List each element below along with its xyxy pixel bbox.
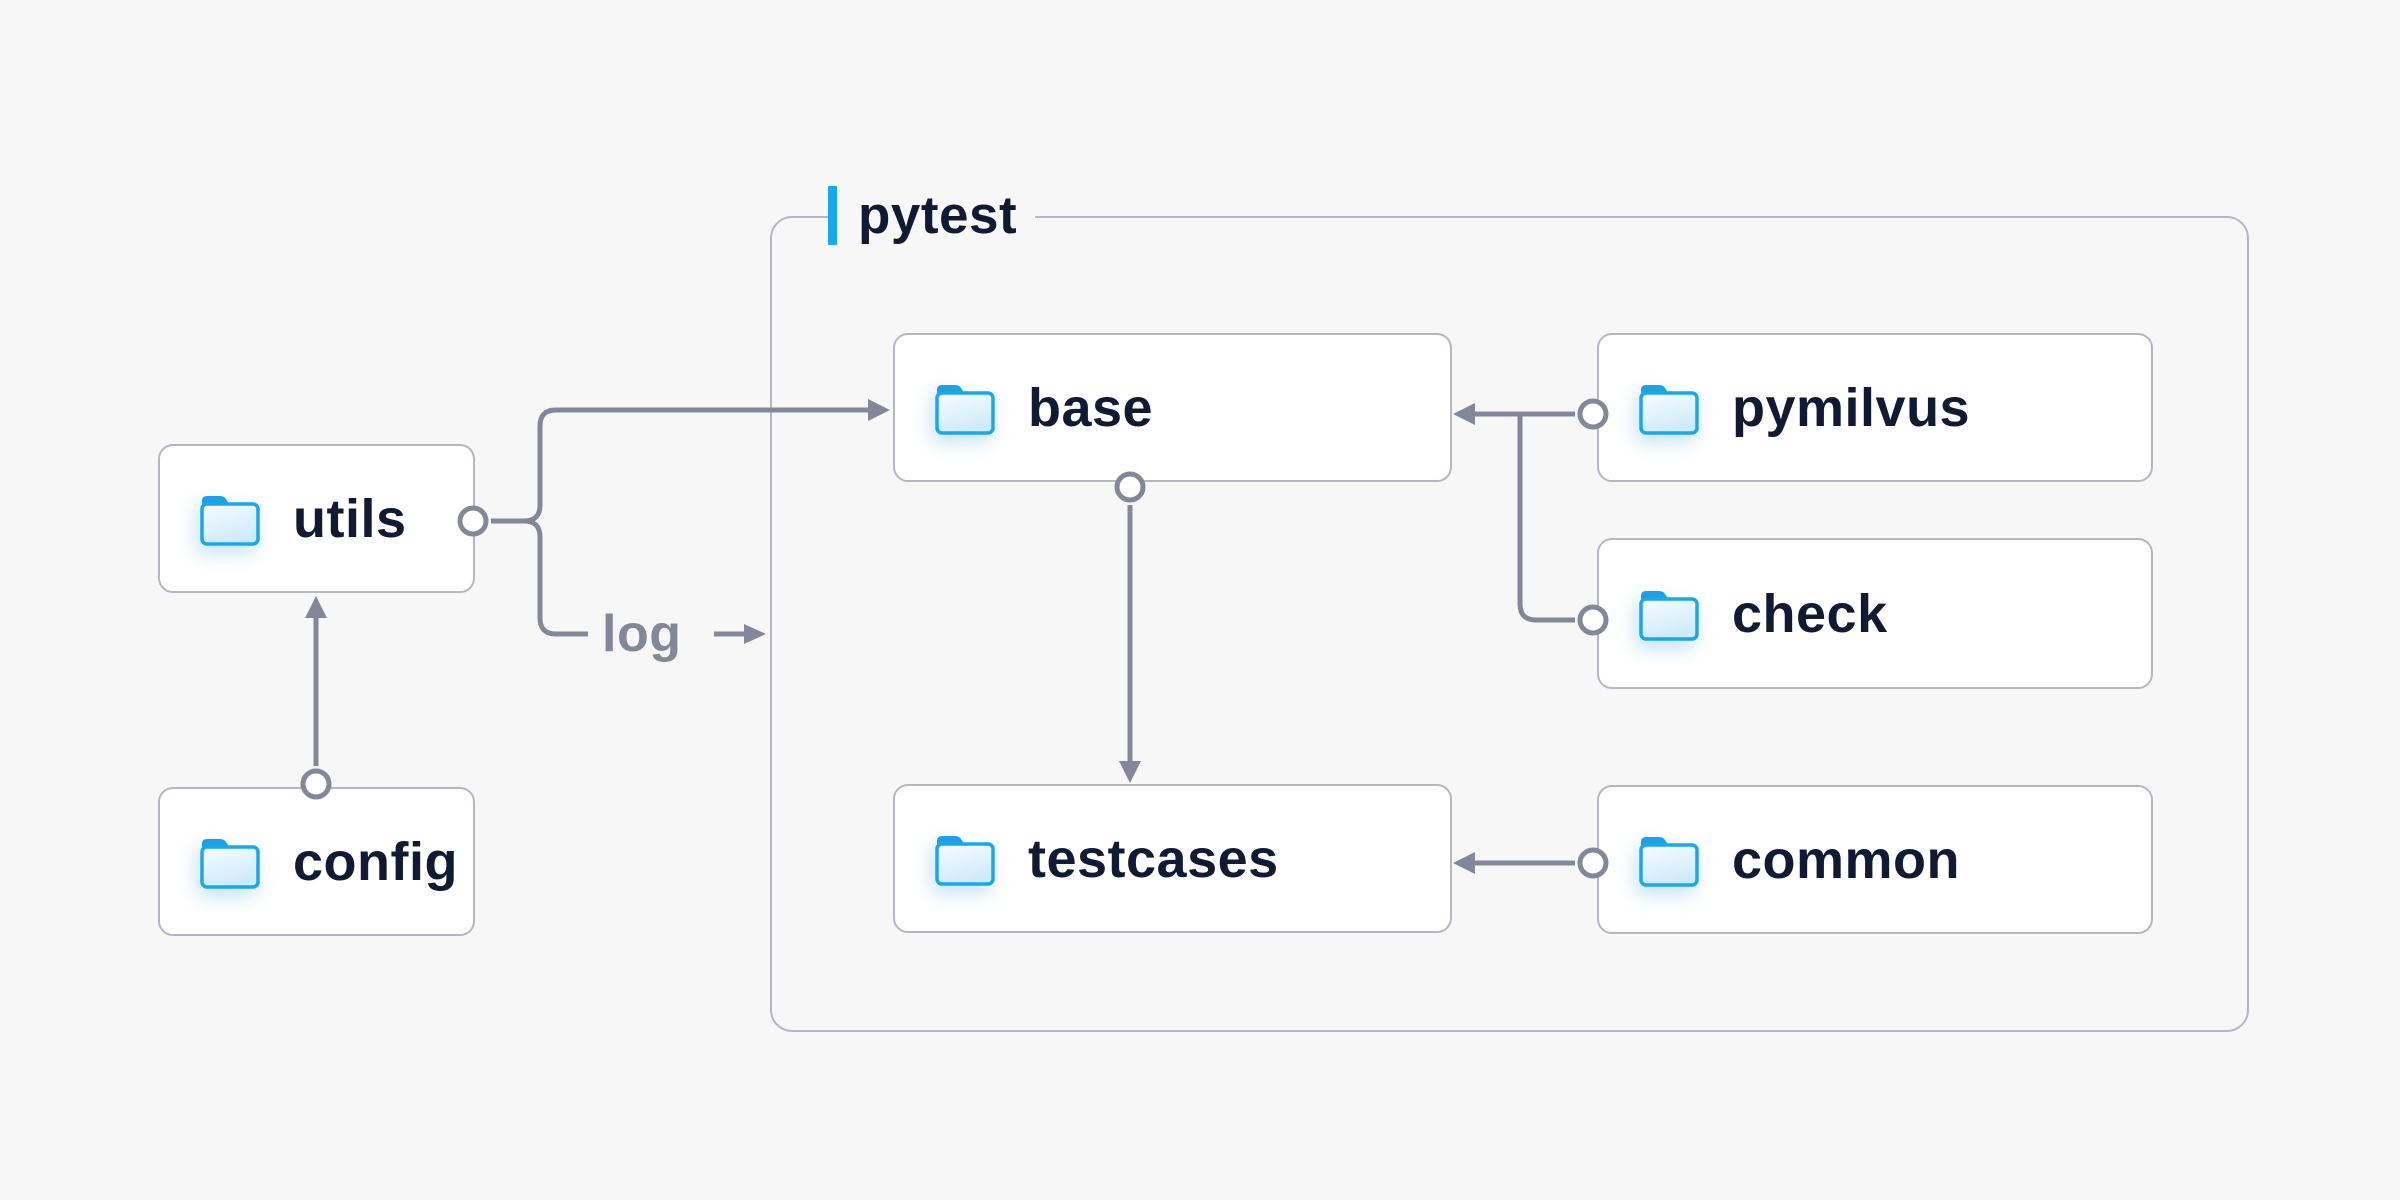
arrowhead-config-to-utils bbox=[305, 596, 327, 618]
node-label: utils bbox=[293, 488, 407, 549]
node-common: common bbox=[1597, 785, 2153, 934]
folder-icon bbox=[1639, 590, 1699, 641]
node-pymilvus: pymilvus bbox=[1597, 333, 2153, 482]
edge-label-log: log bbox=[602, 605, 682, 663]
node-base: base bbox=[893, 333, 1452, 482]
node-label: common bbox=[1732, 829, 1961, 890]
edge-utils-to-log bbox=[523, 518, 588, 637]
folder-icon bbox=[935, 835, 995, 886]
arrowhead-log-to-pytest bbox=[744, 624, 766, 644]
node-utils: utils bbox=[158, 444, 475, 593]
folder-icon bbox=[1639, 836, 1699, 887]
node-testcases: testcases bbox=[893, 784, 1452, 933]
folder-icon bbox=[200, 495, 260, 546]
node-check: check bbox=[1597, 538, 2153, 689]
pytest-group-label: pytest bbox=[828, 183, 1036, 247]
folder-icon bbox=[1639, 384, 1699, 435]
pytest-group-container bbox=[770, 216, 2249, 1032]
folder-icon bbox=[200, 838, 260, 889]
node-label: pymilvus bbox=[1732, 377, 1971, 438]
node-config: config bbox=[158, 787, 475, 936]
accent-bar bbox=[828, 185, 837, 245]
node-label: config bbox=[293, 831, 458, 892]
node-label: testcases bbox=[1028, 828, 1279, 889]
node-label: base bbox=[1028, 377, 1154, 438]
group-title: pytest bbox=[858, 185, 1018, 245]
folder-icon bbox=[935, 384, 995, 435]
node-label: check bbox=[1732, 583, 1888, 644]
